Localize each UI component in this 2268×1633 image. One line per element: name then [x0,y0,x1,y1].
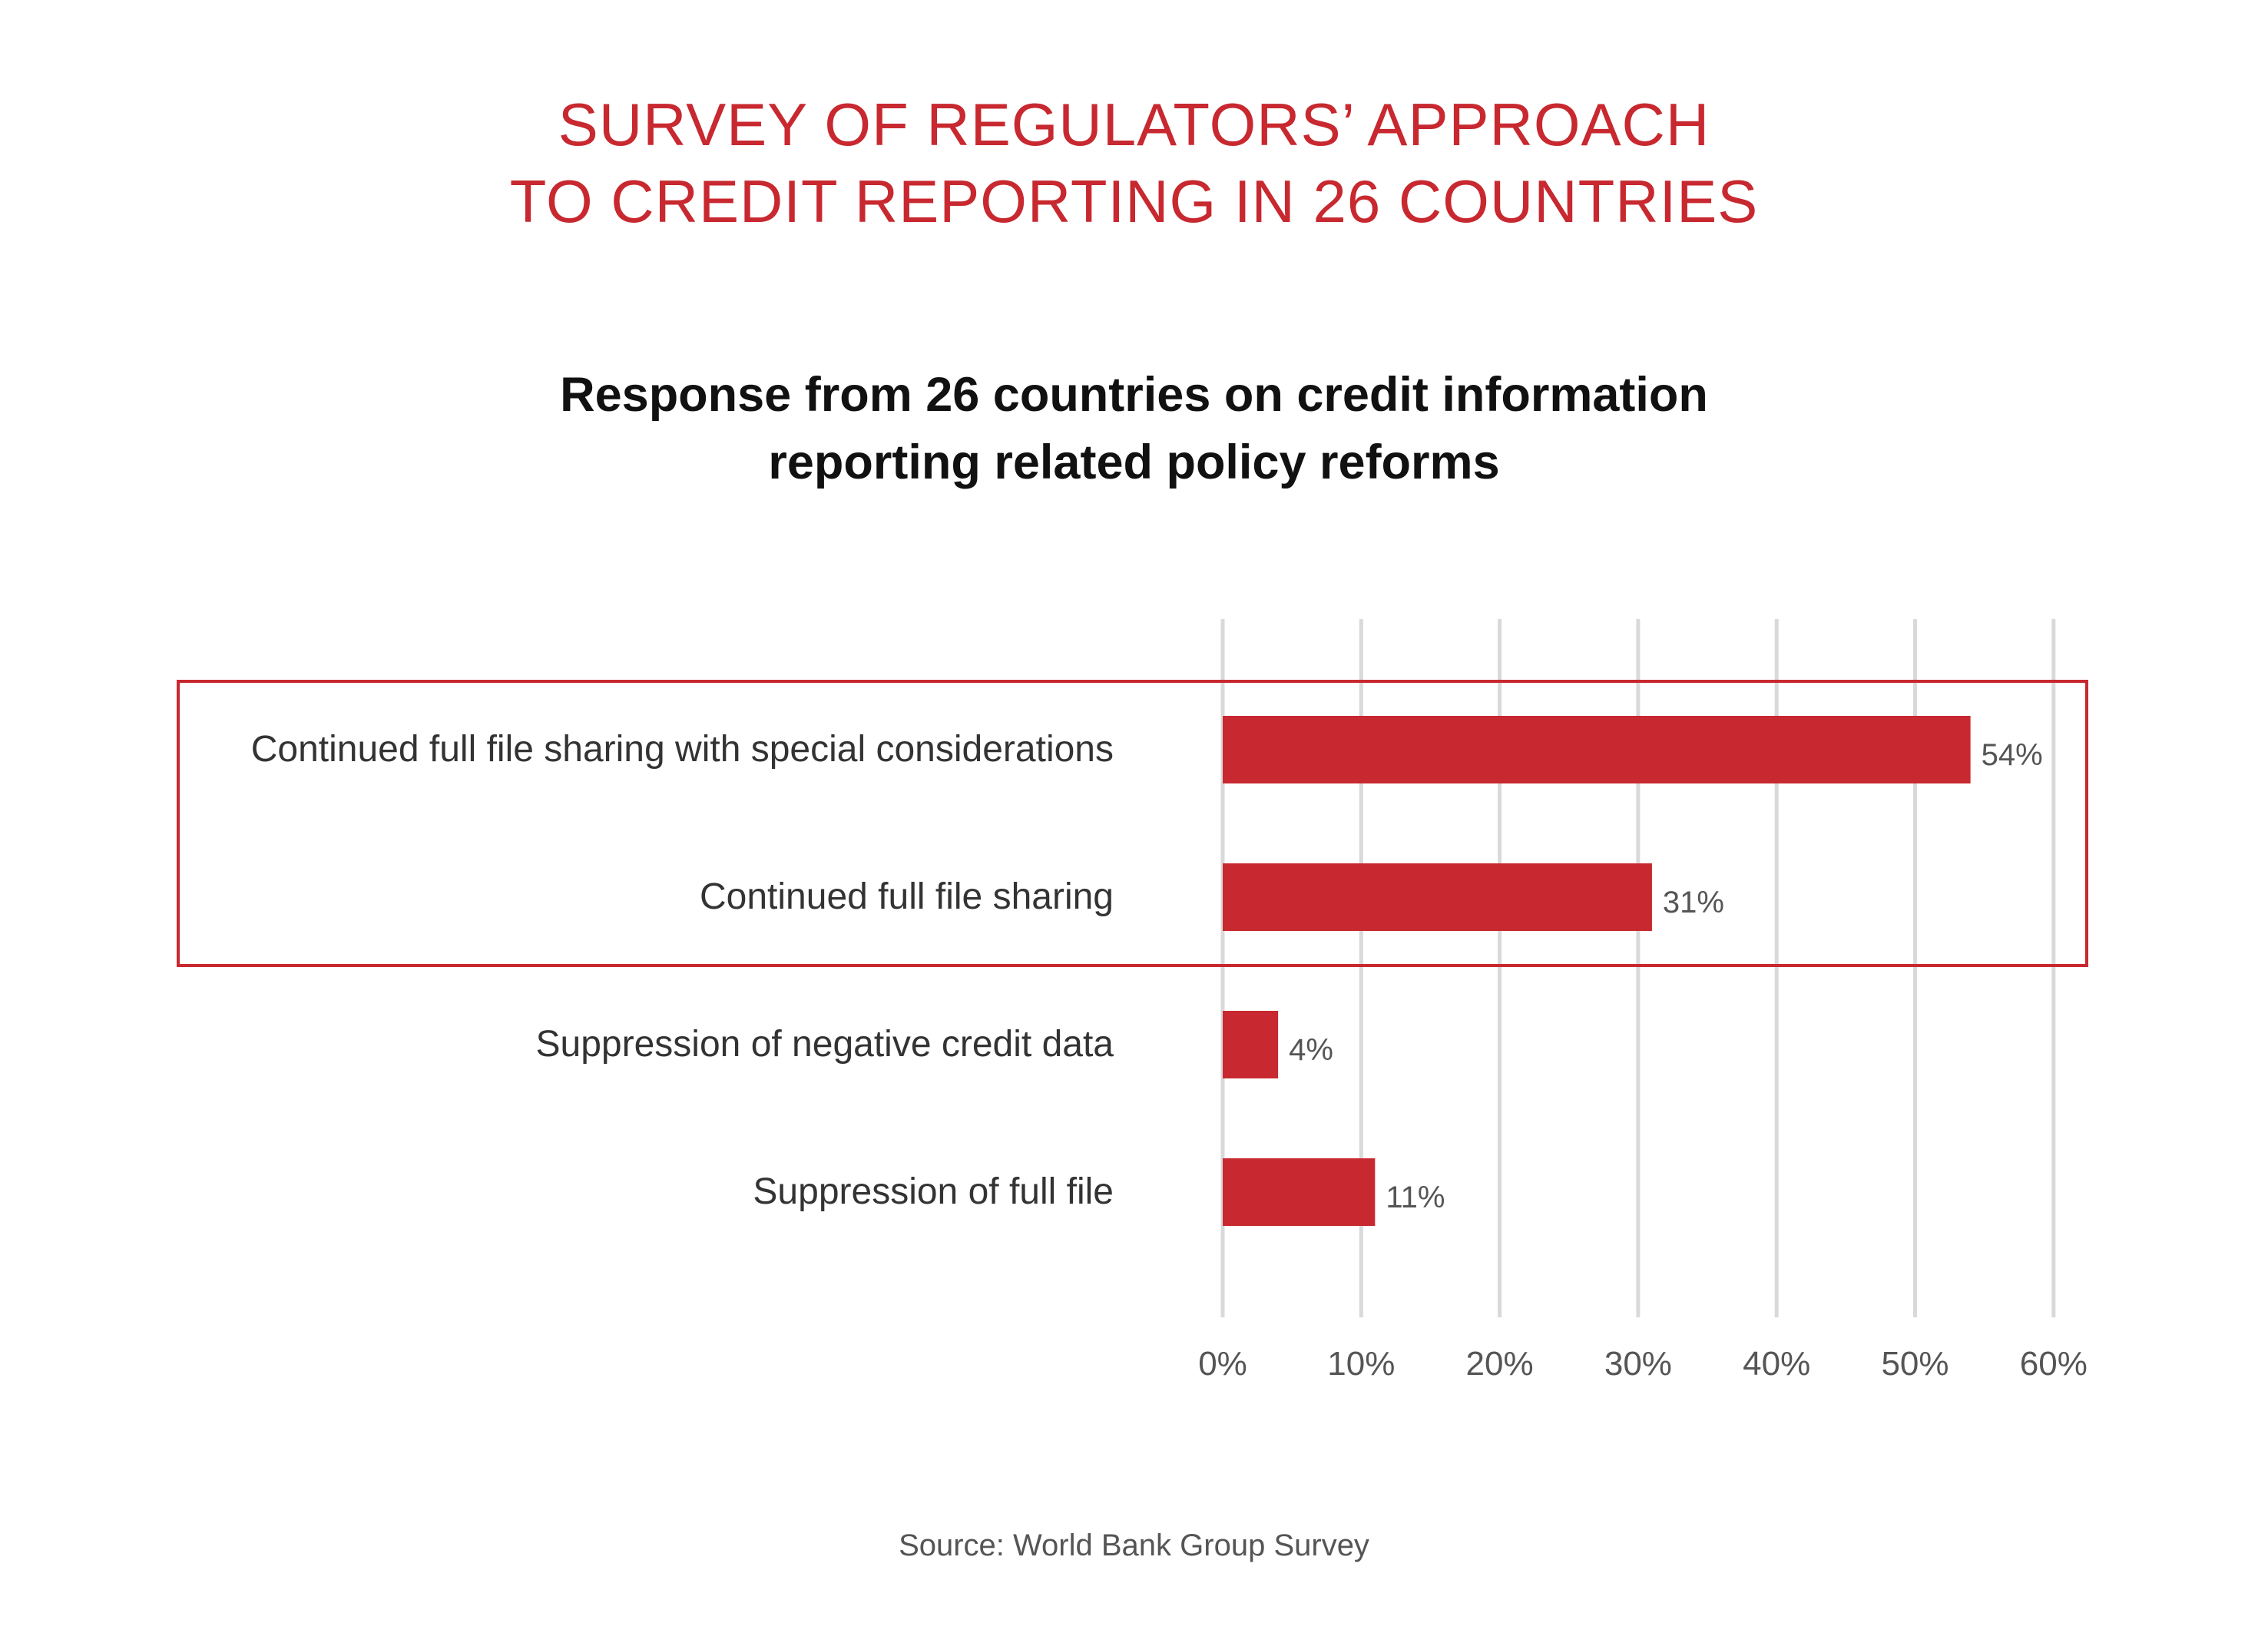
source-note: Source: World Bank Group Survey [899,1529,1369,1562]
bar-2 [1223,1011,1279,1078]
chart-title-line-2: reporting related policy reforms [768,436,1500,489]
header-title-line-1: SURVEY OF REGULATORS’ APPROACH [558,91,1710,158]
x-tick-label-20: 20% [1466,1345,1534,1383]
category-label-0: Continued full file sharing with special… [251,729,1114,770]
x-tick-label-30: 30% [1604,1345,1672,1383]
bar-3 [1223,1158,1376,1226]
bar-0 [1223,716,1971,783]
chart-title: Response from 26 countries on credit inf… [0,361,2268,496]
category-labels: Continued full file sharing with special… [251,729,1114,1212]
value-labels: 54% 31% 4% 11% [1289,738,2043,1214]
x-tick-label-60: 60% [2020,1345,2088,1383]
value-label-0: 54% [1982,738,2043,772]
bar-1 [1223,863,1652,931]
value-label-2: 4% [1289,1033,1333,1067]
category-label-2: Suppression of negative credit data [536,1024,1114,1065]
x-tick-label-0: 0% [1198,1345,1247,1383]
x-tick-label-10: 10% [1327,1345,1395,1383]
category-label-3: Suppression of full file [753,1171,1114,1212]
bar-chart: Continued full file sharing with special… [177,619,2088,1383]
highlight-box [177,680,2088,967]
x-tick-label-50: 50% [1881,1345,1948,1383]
header-title-line-2: TO CREDIT REPORTING IN 26 COUNTRIES [509,167,1759,235]
x-axis-ticks: 0% 10% 20% 30% 40% 50% 60% [1198,1345,2088,1383]
bars [1223,716,1971,1226]
category-label-1: Continued full file sharing [700,876,1114,917]
x-tick-label-40: 40% [1743,1345,1810,1383]
value-label-1: 31% [1663,886,1724,919]
value-label-3: 11% [1386,1181,1445,1214]
header-title: SURVEY OF REGULATORS’ APPROACH TO CREDIT… [0,86,2268,240]
highlight-box-group [177,680,2088,967]
chart-title-line-1: Response from 26 countries on credit inf… [560,368,1708,422]
